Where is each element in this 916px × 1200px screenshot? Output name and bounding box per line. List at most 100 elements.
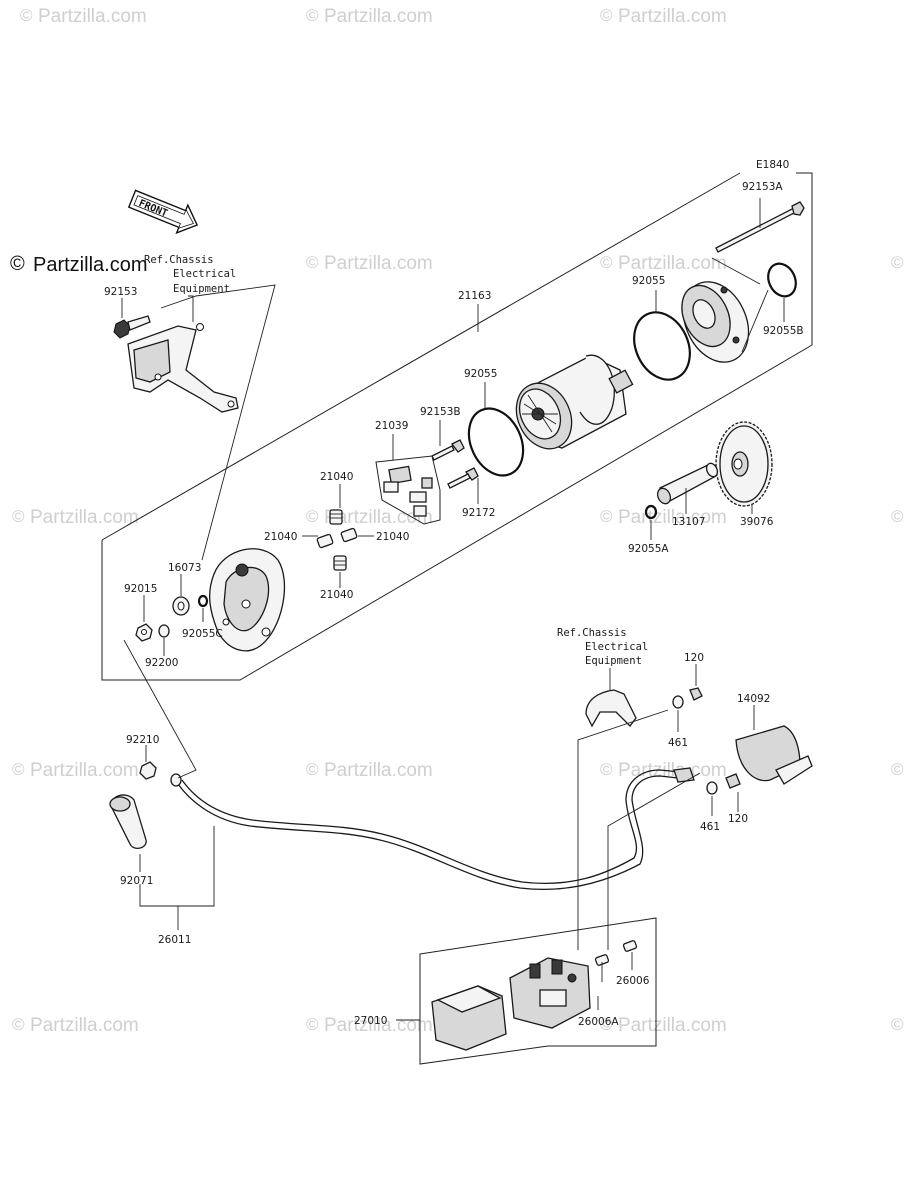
watermark: © Partzilla.com [600,1015,727,1036]
part-label-13107: 13107 [672,516,705,528]
svg-text:Partzilla.com: Partzilla.com [324,760,433,781]
washer-461-lower [706,781,718,795]
brush-spring-21040-bottom [333,555,347,571]
svg-text:Partzilla.com: Partzilla.com [618,1015,727,1036]
terminal-cap-92071 [109,794,147,850]
diagram-code: E1840 [756,159,789,171]
part-label-21040-right: 21040 [376,531,409,543]
part-label-14092: 14092 [737,693,770,705]
part-label-92172: 92172 [462,507,495,519]
svg-text:Partzilla.com: Partzilla.com [38,6,147,27]
long-bolt-92153A [715,201,805,253]
svg-text:Partzilla.com: Partzilla.com [324,253,433,274]
relay-cover-14092 [735,725,813,785]
starter-assembly-outline [101,172,813,681]
watermark: © Partzilla.com [306,253,433,274]
part-label-21040-left: 21040 [264,531,297,543]
brush-spring-21040-right [340,527,358,543]
mounting-bracket [127,323,239,413]
o-ring-92055A [644,504,658,520]
o-ring-92055-lower [467,407,525,477]
watermark: ©Partzilla.com [600,507,727,528]
svg-text:©: © [600,507,613,526]
svg-text:Ref.Chassis: Ref.Chassis [557,627,627,639]
svg-text:Partzilla.com: Partzilla.com [30,507,139,528]
starter-cable-26011 [170,767,695,891]
fuse-26006A [594,954,610,966]
svg-text:Equipment: Equipment [173,283,230,295]
svg-text:Partzilla.com: Partzilla.com [30,1015,139,1036]
bolt-120-lower [725,773,741,789]
watermark: © [891,253,904,272]
svg-text:©: © [306,253,319,272]
watermark: © Partzilla.com [306,507,433,528]
part-label-92055C: 92055C [182,628,223,640]
part-label-21163: 21163 [458,290,491,302]
o-ring-92055-upper [633,311,691,381]
svg-text:©: © [306,507,319,526]
watermark: ©Partzilla.com [306,6,433,27]
watermark: ©Partzilla.com [20,6,147,27]
part-label-92153B: 92153B [420,406,461,418]
svg-text:Partzilla.com: Partzilla.com [618,760,727,781]
svg-text:Partzilla.com: Partzilla.com [33,254,147,276]
part-label-92055-upper: 92055 [632,275,665,287]
ref-chassis-note-bottom: Ref.Chassis Electrical Equipment [557,627,648,667]
svg-text:©: © [600,253,613,272]
svg-text:Electrical: Electrical [585,641,648,653]
front-direction-arrow-icon: FRONT [127,189,199,235]
part-label-26011: 26011 [158,934,191,946]
svg-text:Partzilla.com: Partzilla.com [30,760,139,781]
svg-text:©: © [10,253,25,275]
svg-text:Partzilla.com: Partzilla.com [618,6,727,27]
part-label-21040-top: 21040 [320,471,353,483]
watermark: © Partzilla.com [12,1015,139,1036]
watermark: ©Partzilla.com [306,760,433,781]
svg-text:©: © [891,253,904,272]
o-ring-92055C [197,594,209,608]
starter-relay [509,957,591,1029]
part-label-120-upper: 120 [684,652,704,664]
brand-mark: © Partzilla.com [10,253,147,276]
part-label-27010: 27010 [354,1015,387,1027]
watermark-layer: © Partzilla.com © Partzilla.com © Partzilla… [12,6,904,1036]
front-cover [681,257,769,363]
shaft-13107 [656,462,719,505]
svg-text:Partzilla.com: Partzilla.com [324,507,433,528]
ref-chassis-note-top: Ref.Chassis Electrical Equipment [144,254,236,295]
svg-text:Electrical: Electrical [173,268,236,280]
watermark: © Partzilla.com [600,253,727,274]
part-label-21040-bottom: 21040 [320,589,353,601]
watermark: © Partzilla.com [12,507,139,528]
part-label-92015: 92015 [124,583,157,595]
svg-text:©: © [600,6,613,25]
part-label-92055-lower: 92055 [464,368,497,380]
svg-text:©: © [12,1015,25,1034]
motor-armature [515,354,634,450]
relay-bracket [585,689,637,728]
o-ring-92055B [767,262,797,298]
washer-92200 [158,624,170,638]
gear-39076 [715,421,773,507]
svg-text:©: © [12,507,25,526]
svg-text:Partzilla.com: Partzilla.com [618,253,727,274]
part-label-16073: 16073 [168,562,201,574]
part-label-92210: 92210 [126,734,159,746]
watermark: © [891,507,904,526]
part-label-26006: 26006 [616,975,650,987]
part-label-92055B: 92055B [763,325,804,337]
svg-text:©: © [891,760,904,779]
svg-text:Ref.Chassis: Ref.Chassis [144,254,214,266]
watermark: © [891,1015,904,1034]
part-label-21039: 21039 [375,420,408,432]
svg-text:©: © [600,760,613,779]
brush-spring-21040-top [329,509,343,525]
svg-text:©: © [600,1015,613,1034]
watermark: © Partzilla.com [600,760,727,781]
part-label-26006A: 26006A [578,1016,619,1028]
part-label-39076: 39076 [740,516,774,528]
bolt-120-upper [689,687,703,701]
watermark: © Partzilla.com [600,6,727,27]
svg-text:©: © [306,6,319,25]
